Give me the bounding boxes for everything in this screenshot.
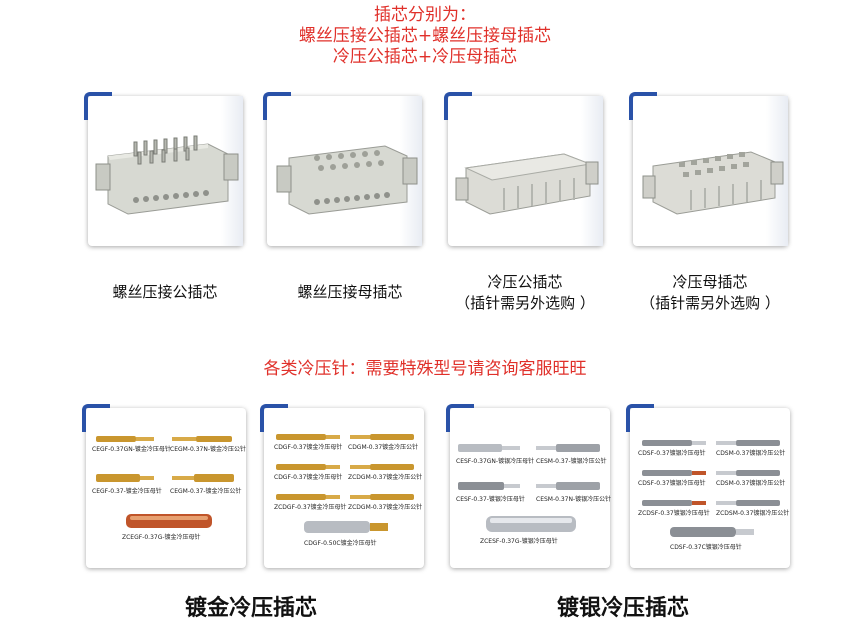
gold-female-pin-large <box>126 514 212 528</box>
pin-label: CDGF-0.50C镀金冷压母针 <box>304 540 377 547</box>
pin-label: CESF-0.37-镀银冷压母针 <box>456 496 525 503</box>
caption-note: （插针需另外选购 ） <box>640 294 780 312</box>
pin-label: CEGF-0.37-镀金冷压母针 <box>92 488 162 495</box>
card-corner-accent <box>446 404 474 432</box>
screw-female-insert-image <box>276 145 418 215</box>
pin-card-silver-cd[interactable]: CDSF-0.37镀银冷压母针 CDSM-0.37镀银冷压公针 CDSF-0.3… <box>626 404 790 568</box>
silver-female-pin-large <box>486 516 576 532</box>
pin-label: CESM-0.37N-镀银冷压公针 <box>536 496 612 503</box>
pin-label: CEGM-0.37N-镀金冷压公针 <box>170 446 246 453</box>
pin-label: ZCDGM-0.37镀金冷压公针 <box>348 474 423 481</box>
silver-female-pin-large <box>670 527 754 537</box>
header-line-1: 插芯分别为： <box>374 5 476 25</box>
gold-male-pin <box>172 436 232 442</box>
silver-gold-female-pin-large <box>304 521 388 533</box>
pin-label: ZCDSM-0.37镀银冷压公针 <box>716 510 790 517</box>
header-line-3: 冷压公插芯+冷压母插芯 <box>332 47 518 67</box>
crimp-male-insert-image <box>455 153 599 215</box>
pin-card-gold-ce[interactable]: CEGF-0.37GN-镀金冷压母针 CEGM-0.37N-镀金冷压公针 CEG… <box>82 404 246 568</box>
screw-male-insert-image <box>95 135 239 215</box>
gold-crimp-caption: 镀金冷压插芯 <box>185 596 318 621</box>
gold-male-pin <box>172 474 234 482</box>
caption-screw-male: 螺丝压接公插芯 <box>70 282 260 303</box>
caption-line: 螺丝压接公插芯 <box>112 283 218 301</box>
pin-label: ZCDGM-0.37镀金冷压公针 <box>348 504 423 511</box>
pin-label: ZCESF-0.37G-镀银冷压母针 <box>480 538 558 545</box>
pin-label: ZCDGF-0.37镀金冷压母针 <box>274 504 347 511</box>
pin-label: CEGF-0.37GN-镀金冷压母针 <box>92 446 171 453</box>
pin-label: CESF-0.37GN-镀银冷压母针 <box>456 458 535 465</box>
gold-female-pin <box>276 464 340 470</box>
card-corner-accent <box>260 404 288 432</box>
silver-female-pin <box>642 500 706 506</box>
gold-female-pin <box>96 474 154 482</box>
pin-label: ZCDSF-0.37镀银冷压母针 <box>638 510 710 517</box>
pin-label: CDSM-0.37镀银冷压公针 <box>716 480 786 487</box>
header-title: 插芯分别为： 螺丝压接公插芯+螺丝压接母插芯 冷压公插芯+冷压母插芯 <box>0 5 850 68</box>
pin-label: ZCEGF-0.37G-镀金冷压母针 <box>122 534 201 541</box>
product-card-screw-male[interactable] <box>84 92 243 246</box>
caption-line: 螺丝压接母插芯 <box>297 283 403 301</box>
pin-label: CESM-0.37-镀银冷压公针 <box>536 458 607 465</box>
pin-label: CDSF-0.37镀银冷压母针 <box>638 480 706 487</box>
silver-male-pin <box>716 500 780 506</box>
silver-male-pin <box>716 470 780 476</box>
card-corner-accent <box>263 92 291 120</box>
silver-female-pin <box>458 482 520 490</box>
pin-label: CDSF-0.37镀银冷压母针 <box>638 450 706 457</box>
gold-male-pin <box>350 464 414 470</box>
silver-female-pin <box>642 470 706 476</box>
product-card-screw-female[interactable] <box>263 92 422 246</box>
pin-card-silver-ce[interactable]: CESF-0.37GN-镀银冷压母针 CESM-0.37-镀银冷压公针 CESF… <box>446 404 612 568</box>
gold-female-pin <box>276 434 340 440</box>
pin-label: CDGF-0.37镀金冷压母针 <box>274 474 343 481</box>
caption-crimp-female: 冷压母插芯 （插针需另外选购 ） <box>615 272 805 314</box>
product-card-crimp-female[interactable] <box>629 92 788 246</box>
caption-line: 冷压母插芯 <box>672 273 748 291</box>
silver-male-pin <box>536 444 600 452</box>
pin-label: CDSM-0.37镀银冷压公针 <box>716 450 786 457</box>
silver-male-pin <box>716 440 780 446</box>
gold-female-pin <box>96 436 154 442</box>
caption-note: （插针需另外选购 ） <box>455 294 595 312</box>
pins-title: 各类冷压针：需要特殊型号请咨询客服旺旺 <box>263 359 587 379</box>
caption-line: 冷压公插芯 <box>487 273 563 291</box>
gold-male-pin <box>350 434 414 440</box>
pin-label: CEGM-0.37-镀金冷压公针 <box>170 488 242 495</box>
gold-female-pin <box>276 494 340 500</box>
crimp-female-insert-image <box>642 151 784 215</box>
caption-crimp-male: 冷压公插芯 （插针需另外选购 ） <box>430 272 620 314</box>
silver-female-pin <box>642 440 706 446</box>
pin-card-gold-cd[interactable]: CDGF-0.37镀金冷压母针 CDGM-0.37镀金冷压公针 CDGF-0.3… <box>260 404 424 568</box>
silver-crimp-caption: 镀银冷压插芯 <box>557 596 690 621</box>
pin-label: CDGM-0.37镀金冷压公针 <box>348 444 419 451</box>
card-corner-accent <box>626 404 654 432</box>
pin-label: CDGF-0.37镀金冷压母针 <box>274 444 343 451</box>
card-corner-accent <box>84 92 112 120</box>
card-corner-accent <box>82 404 110 432</box>
header-line-2: 螺丝压接公插芯+螺丝压接母插芯 <box>298 26 552 46</box>
silver-female-pin <box>458 444 520 452</box>
pin-label: CDSF-0.37C镀银冷压母针 <box>670 544 742 551</box>
card-corner-accent <box>629 92 657 120</box>
card-corner-accent <box>444 92 472 120</box>
silver-male-pin <box>536 482 600 490</box>
gold-male-pin <box>350 494 414 500</box>
caption-screw-female: 螺丝压接母插芯 <box>255 282 445 303</box>
product-card-crimp-male[interactable] <box>444 92 603 246</box>
